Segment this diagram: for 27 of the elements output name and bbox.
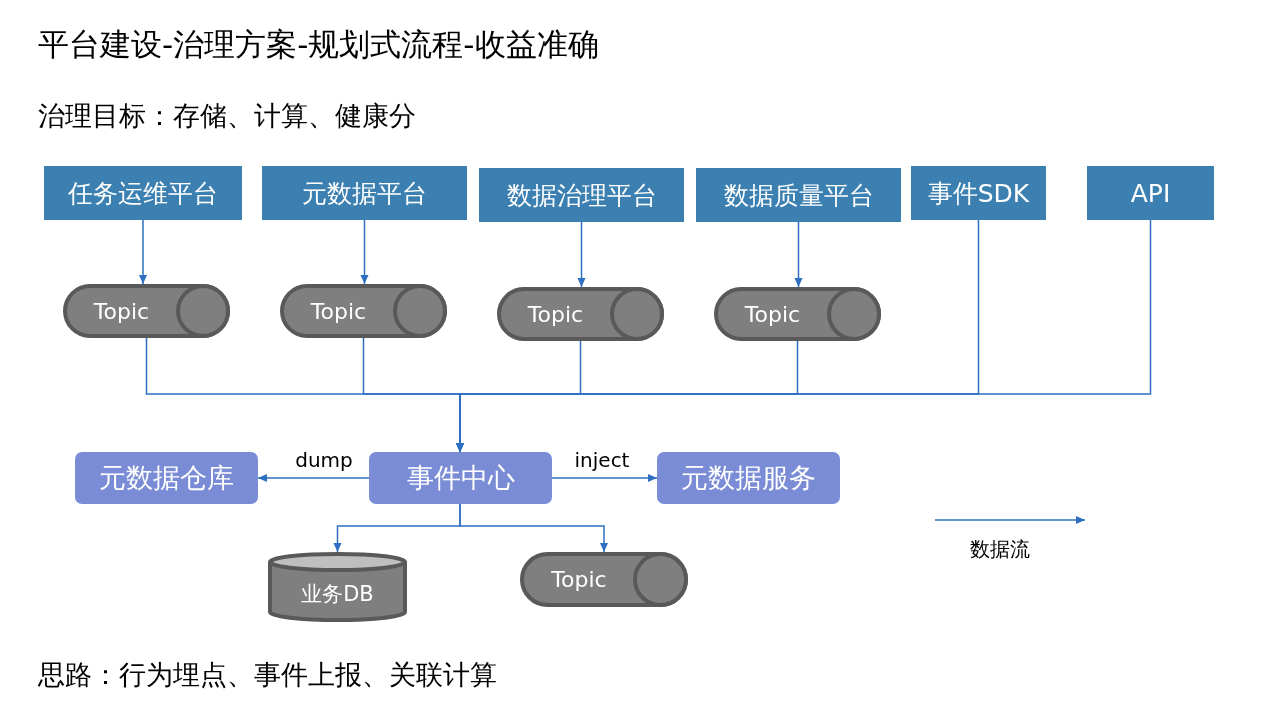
- topic-pill: Topic: [497, 287, 664, 341]
- service-box: 元数据仓库: [75, 452, 258, 504]
- topic-pill: Topic: [280, 284, 447, 338]
- service-box: 事件中心: [369, 452, 552, 504]
- arrow: [360, 219, 369, 285]
- arrow: [794, 221, 803, 288]
- note: 治理目标：存储、计算、健康分: [38, 99, 416, 133]
- title: 平台建设-治理方案-规划式流程-收益准确: [38, 25, 599, 64]
- platform-box: 事件SDK: [911, 166, 1046, 220]
- platform-box: 数据治理平台: [479, 168, 684, 222]
- arrow: [577, 221, 586, 288]
- platform-box: 任务运维平台: [44, 166, 242, 220]
- legend-label: 数据流: [970, 536, 1030, 563]
- arrow: [456, 219, 1152, 453]
- platform-box: 元数据平台: [262, 166, 467, 220]
- database-cylinder: 业务DB: [268, 552, 407, 622]
- arrow: [139, 219, 147, 285]
- arrow: [257, 474, 370, 482]
- arrow: [551, 474, 658, 482]
- platform-box: 数据质量平台: [696, 168, 901, 222]
- arrow: [459, 503, 608, 553]
- topic-pill: Topic: [714, 287, 881, 341]
- topic-pill: Topic: [63, 284, 230, 338]
- service-box: 元数据服务: [657, 452, 840, 504]
- note: 思路：行为埋点、事件上报、关联计算: [38, 658, 497, 692]
- topic-pill: Topic: [520, 552, 688, 607]
- platform-box: API: [1087, 166, 1214, 220]
